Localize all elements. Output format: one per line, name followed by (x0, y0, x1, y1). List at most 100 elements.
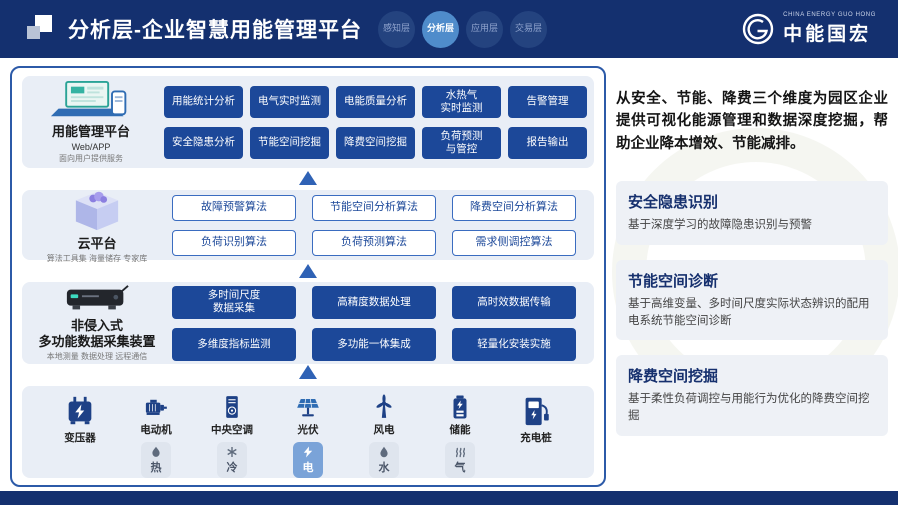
chip-label: 气 (454, 462, 466, 474)
device-item: 电动机 热 (120, 394, 192, 478)
device-item: 充电桩 (500, 394, 572, 478)
device-label: 电动机 (140, 424, 172, 436)
chip-label: 电 (302, 462, 314, 474)
function-button: 负荷预测 与管控 (422, 126, 501, 159)
charging-pile-icon (525, 397, 549, 426)
layer-cloud-platform: 云平台 算法工具集 海量储存 专家库 故障预警算法 节能空间分析算法 降费空间分… (22, 190, 594, 263)
flow-arrow-icon (299, 365, 317, 379)
feature-button: 多时间尺度 数据采集 (172, 285, 296, 319)
architecture-diagram-panel: 用能管理平台 Web/APP 面向用户提供服务 用能统计分析 电气实时监测 电能… (10, 66, 606, 487)
collector-device-illustration (66, 284, 129, 310)
section-body: 基于柔性负荷调控与用能行为优化的降费空间挖掘 (628, 393, 870, 423)
platform-name: 用能管理平台 (51, 124, 130, 140)
layer-badge-trade: 交易层 (510, 10, 547, 48)
intro-text: 从安全、节能、降费三个维度为园区企业提供可视化能源管理和数据深度挖掘，帮助企业降… (616, 91, 888, 152)
chip-label: 水 (378, 462, 390, 474)
company-name-cn: 中能国宏 (783, 24, 872, 45)
platform-functions: 用能统计分析 电气实时监测 电能质量分析 水热气 实时监测 告警管理 安全隐患分… (164, 85, 587, 159)
right-description-panel: 从安全、节能、降费三个维度为园区企业提供可视化能源管理和数据深度挖掘，帮助企业降… (616, 88, 888, 451)
layer-data-collector: 非侵入式 多功能数据采集装置 本地测量 数据处理 远程通信 多时间尺度 数据采集… (22, 282, 594, 364)
cloud-name: 云平台 (77, 235, 117, 251)
device-item: 光伏 电 (272, 394, 344, 478)
gas-icon (455, 447, 466, 458)
device-label: 风电 (373, 424, 395, 436)
layer-badge-application: 应用层 (466, 10, 503, 48)
chip-label: 冷 (226, 462, 238, 474)
central-ac-icon (226, 396, 238, 418)
section-title: 节能空间诊断 (628, 272, 719, 290)
company-logo-icon (742, 13, 774, 45)
energy-chip-heat: 热 (141, 442, 171, 478)
feature-button: 多维度指标监测 (172, 327, 296, 361)
flow-arrow-icon (299, 264, 317, 278)
collector-name: 非侵入式 多功能数据采集装置 (38, 317, 156, 349)
transformer-icon (68, 396, 92, 425)
platform-info: 用能管理平台 Web/APP 面向用户提供服务 (22, 80, 160, 163)
device-label: 充电桩 (520, 432, 552, 444)
layer-badges: 感知层 分析层 应用层 交易层 (378, 10, 547, 48)
section-cost-reduction: 降费空间挖掘 基于柔性负荷调控与用能行为优化的降费空间挖掘 (616, 355, 888, 436)
section-safety: 安全隐患识别 基于深度学习的故障隐患识别与预警 (616, 181, 888, 245)
energy-chip-cold: 冷 (217, 442, 247, 478)
function-button: 安全隐患分析 (164, 126, 243, 159)
device-label: 中央空调 (211, 424, 253, 436)
water-drop-icon (380, 446, 388, 458)
energy-chip-gas: 气 (445, 442, 475, 478)
algorithm-button: 节能空间分析算法 (312, 194, 436, 221)
section-body: 基于高维变量、多时间尺度实际状态辨识的配用电系统节能空间诊断 (628, 297, 870, 327)
algorithm-button: 故障预警算法 (172, 194, 296, 221)
device-label: 储能 (449, 424, 471, 436)
battery-storage-icon (453, 395, 467, 419)
algorithm-button: 负荷识别算法 (172, 229, 296, 256)
collector-features: 多时间尺度 数据采集 高精度数据处理 高时效数据传输 多维度指标监测 多功能一体… (172, 285, 576, 361)
cloud-description: 算法工具集 海量储存 专家库 (46, 254, 148, 264)
platform-subtitle: Web/APP (71, 141, 111, 152)
platform-illustration (50, 81, 127, 117)
company-name: CHINA ENERGY GUO HONG 中能国宏 (783, 12, 876, 46)
company-logo: CHINA ENERGY GUO HONG 中能国宏 (741, 12, 876, 46)
chip-label: 热 (150, 462, 162, 474)
function-button: 电能质量分析 (336, 85, 415, 118)
header-bar: 分析层-企业智慧用能管理平台 感知层 分析层 应用层 交易层 CHINA ENE… (0, 0, 898, 58)
page-title: 分析层-企业智慧用能管理平台 (68, 19, 362, 42)
lightning-icon (303, 446, 313, 458)
section-body: 基于深度学习的故障隐患识别与预警 (628, 219, 812, 232)
device-item: 中央空调 冷 (196, 394, 268, 478)
feature-button: 高时效数据传输 (452, 285, 576, 319)
layer-badge-analysis: 分析层 (422, 10, 459, 48)
feature-button: 多功能一体集成 (312, 327, 436, 361)
slide-bullet-icon (26, 14, 56, 44)
algorithm-button: 降费空间分析算法 (452, 194, 576, 221)
function-button: 告警管理 (508, 85, 587, 118)
bullet-square-gray (27, 26, 40, 39)
function-button: 用能统计分析 (164, 85, 243, 118)
algorithm-button: 负荷预测算法 (312, 229, 436, 256)
device-item: 变压器 (44, 394, 116, 478)
cloud-info: 云平台 算法工具集 海量储存 专家库 (22, 186, 172, 264)
cloud-platform-illustration (75, 191, 119, 231)
feature-button: 轻量化安装实施 (452, 327, 576, 361)
device-item: 风电 水 (348, 394, 420, 478)
function-button: 电气实时监测 (250, 85, 329, 118)
algorithm-button: 需求侧调控算法 (452, 229, 576, 256)
flow-arrow-icon (299, 171, 317, 185)
cloud-algorithms: 故障预警算法 节能空间分析算法 降费空间分析算法 负荷识别算法 负荷预测算法 需… (172, 194, 576, 256)
function-button: 节能空间挖掘 (250, 126, 329, 159)
function-button: 报告输出 (508, 126, 587, 159)
energy-chip-electric: 电 (293, 442, 323, 478)
company-name-en: CHINA ENERGY GUO HONG (783, 12, 876, 18)
feature-button: 高精度数据处理 (312, 285, 436, 319)
flame-icon (152, 446, 160, 457)
function-button: 水热气 实时监测 (422, 85, 501, 118)
device-label: 变压器 (64, 432, 96, 444)
function-button: 降费空间挖掘 (336, 126, 415, 159)
platform-description: 面向用户提供服务 (59, 153, 123, 163)
section-energy-saving: 节能空间诊断 基于高维变量、多时间尺度实际状态辨识的配用电系统节能空间诊断 (616, 259, 888, 341)
collector-description: 本地测量 数据处理 远程通信 (46, 352, 148, 362)
device-item: 储能 气 (424, 394, 496, 478)
section-title: 降费空间挖掘 (628, 368, 719, 386)
bottom-accent-bar (0, 491, 898, 505)
layer-devices: 变压器 电动机 热 (22, 386, 594, 478)
layer-badge-perception: 感知层 (378, 10, 415, 48)
section-title: 安全隐患识别 (628, 194, 719, 212)
